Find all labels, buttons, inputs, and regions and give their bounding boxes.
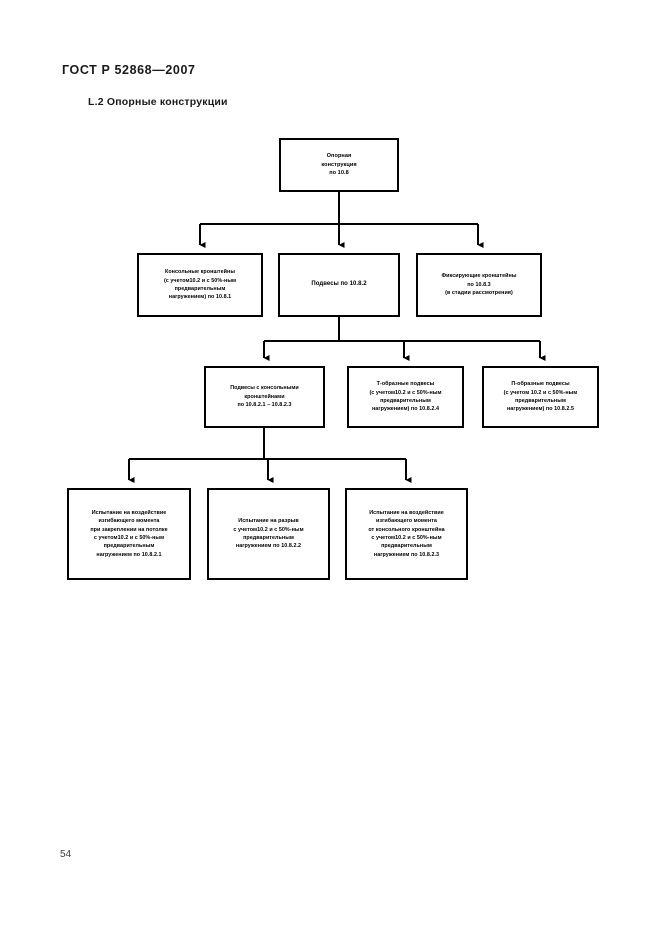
flow-node-root: Опорная конструкция по 10.8 xyxy=(279,138,399,192)
flow-node-u-shaped-hangers-label: П-образные подвесы (с учетом 10.2 и с 50… xyxy=(503,381,578,413)
flow-node-fixing-brackets: Фиксирующие кронштейны по 10.8.3 (в стад… xyxy=(416,253,542,317)
flow-node-test-bending-moment-bracket-label: Испытание на воздействие изгибающего мом… xyxy=(368,509,445,558)
flow-node-root-label: Опорная конструкция по 10.8 xyxy=(321,152,357,177)
flow-node-test-bending-moment-bracket: Испытание на воздействие изгибающего мом… xyxy=(345,488,468,580)
flow-node-test-bending-moment-ceiling-label: Испытание на воздействие изгибающего мом… xyxy=(90,509,168,558)
flow-node-t-shaped-hangers-label: Т-образные подвесы (с учетом10.2 и с 50%… xyxy=(369,381,442,413)
flow-node-test-tensile: Испытание на разрыв с учетом10.2 и с 50%… xyxy=(207,488,330,580)
page-number: 54 xyxy=(60,849,72,860)
flow-node-u-shaped-hangers: П-образные подвесы (с учетом 10.2 и с 50… xyxy=(482,366,599,428)
section-title: L.2 Опорные конструкции xyxy=(88,96,228,108)
flow-node-cantilever-brackets: Консольные кронштейны (с учетом10.2 и с … xyxy=(137,253,263,317)
flow-node-hangers-label: Подвесы по 10.8.2 xyxy=(311,281,367,288)
flow-node-hangers: Подвесы по 10.8.2 xyxy=(278,253,400,317)
flow-node-cantilever-brackets-label: Консольные кронштейны (с учетом10.2 и с … xyxy=(163,269,237,301)
standard-header: ГОСТ Р 52868—2007 xyxy=(62,63,196,77)
flow-node-test-bending-moment-ceiling: Испытание на воздействие изгибающего мом… xyxy=(67,488,191,580)
flow-node-hangers-with-cantilever-brackets-label: Подвесы с консольными кронштейнами по 10… xyxy=(230,385,299,409)
flow-node-fixing-brackets-label: Фиксирующие кронштейны по 10.8.3 (в стад… xyxy=(441,273,517,297)
flow-node-test-tensile-label: Испытание на разрыв с учетом10.2 и с 50%… xyxy=(233,518,304,550)
flow-node-hangers-with-cantilever-brackets: Подвесы с консольными кронштейнами по 10… xyxy=(204,366,325,428)
flow-node-t-shaped-hangers: Т-образные подвесы (с учетом10.2 и с 50%… xyxy=(347,366,464,428)
